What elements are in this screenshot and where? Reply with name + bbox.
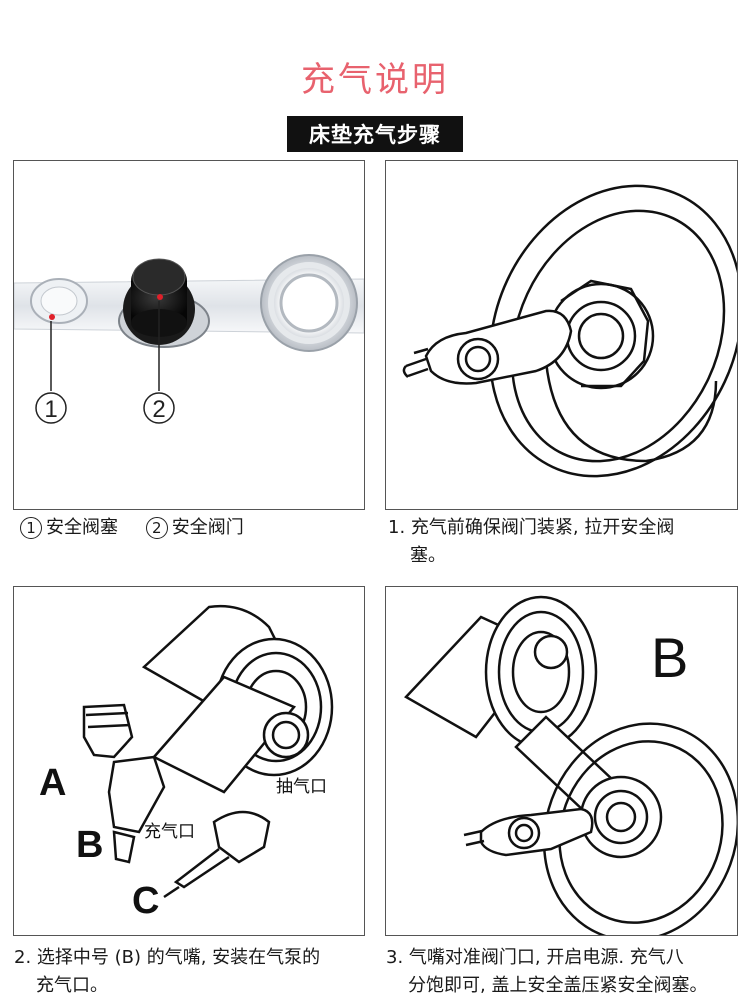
caption-item-valve: 2 安全阀门: [145, 514, 244, 542]
marker-circle-1: [35, 392, 67, 424]
step2-caption-line2: 充气口。: [36, 975, 108, 996]
marker-label-2: 2: [152, 396, 165, 423]
marker-circle-2: [143, 392, 175, 424]
nozzle-label-b: B: [76, 824, 103, 866]
valve-parts-caption: 1 安全阀塞 2 安全阀门: [20, 514, 360, 542]
inlet-label: 充气口: [144, 822, 195, 842]
step2-caption-line1: 2. 选择中号 (B) 的气嘴, 安装在气泵的: [14, 947, 321, 968]
valve-plug-open-drawing: [402, 184, 737, 478]
section-banner: 床垫充气步骤: [287, 116, 463, 152]
valve-photo-panel: 1 2: [13, 160, 365, 510]
step1-illustration-panel: [385, 160, 738, 510]
caption-num-2: 2: [145, 517, 168, 539]
marker-label-1: 1: [44, 396, 57, 423]
pump-nozzles-drawing: A B C 抽气口 充气口: [39, 605, 334, 922]
step2-illustration-panel: A B C 抽气口 充气口: [13, 586, 365, 936]
page-title: 充气说明: [301, 60, 449, 100]
outlet-label: 抽气口: [276, 777, 327, 797]
valve-photo-illustration: 1 2: [14, 254, 364, 424]
valve-marker-dot: [157, 294, 163, 300]
caption-num-1: 1: [20, 517, 42, 539]
plug-marker-dot: [49, 314, 55, 320]
step1-caption-line2: 塞。: [410, 545, 446, 566]
step3-caption: 3. 气嘴对准阀门口, 开启电源. 充气八 分饱即可, 盖上安全盖压紧安全阀塞。: [386, 944, 742, 1000]
step2-caption: 2. 选择中号 (B) 的气嘴, 安装在气泵的 充气口。: [14, 944, 370, 1000]
caption-text-plug: 安全阀塞: [46, 517, 118, 538]
nozzle-label-b-large: B: [651, 626, 688, 689]
step1-caption-line1: 1. 充气前确保阀门装紧, 拉开安全阀: [388, 517, 675, 538]
nozzle-label-c: C: [132, 880, 159, 922]
nozzle-label-a: A: [39, 762, 66, 804]
caption-item-plug: 1 安全阀塞: [20, 514, 118, 542]
step1-caption: 1. 充气前确保阀门装紧, 拉开安全阀 塞。: [388, 514, 738, 570]
pump-on-valve-drawing: B: [404, 595, 737, 935]
caption-text-valve: 安全阀门: [171, 517, 244, 538]
step3-illustration-panel: B: [385, 586, 738, 936]
step3-caption-line1: 3. 气嘴对准阀门口, 开启电源. 充气八: [386, 947, 684, 968]
step3-caption-line2: 分饱即可, 盖上安全盖压紧安全阀塞。: [408, 975, 708, 996]
